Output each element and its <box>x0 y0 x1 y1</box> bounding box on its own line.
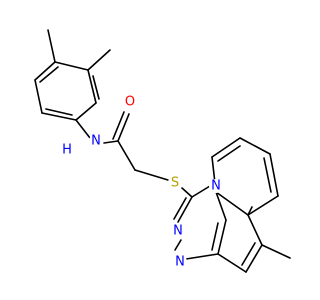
bond <box>34 79 43 114</box>
structure-drawing: N H O S N N N <box>34 29 291 273</box>
triazole-n4-label: N <box>173 255 187 270</box>
bond <box>87 49 111 71</box>
amide-nitrogen-label: N <box>89 134 103 149</box>
bond <box>177 196 193 223</box>
bond <box>75 102 97 121</box>
bonds <box>34 29 291 273</box>
molecule-diagram: N H O S N N N <box>34 29 291 273</box>
bond <box>263 157 272 193</box>
carbonyl-o-text: O <box>125 95 135 110</box>
bond <box>269 153 279 197</box>
bond <box>245 244 263 273</box>
triazole-n4-text: N <box>175 255 185 270</box>
bond <box>47 29 56 63</box>
amide-hydrogen-label: H <box>60 143 74 158</box>
bond <box>217 145 241 162</box>
carbonyl-oxygen-label: O <box>123 95 137 110</box>
thioether-sulfur-label: S <box>168 176 182 191</box>
bond <box>239 137 271 155</box>
bond <box>34 61 56 81</box>
bond <box>241 242 256 266</box>
bond <box>217 219 227 255</box>
bond <box>191 185 211 198</box>
bridgehead-n-text: N <box>211 179 221 194</box>
atom-labels: N H O S N N N <box>60 95 223 270</box>
bond <box>174 239 182 251</box>
bond <box>103 140 119 144</box>
bond <box>185 253 219 260</box>
bond <box>247 214 263 246</box>
bond <box>211 137 241 158</box>
bond <box>75 119 91 139</box>
bond <box>117 113 130 142</box>
bond <box>41 112 77 121</box>
bridgehead-nitrogen-label: N <box>209 179 223 194</box>
bond <box>173 197 187 220</box>
bond <box>217 253 247 273</box>
bond <box>261 244 291 259</box>
bond <box>54 61 89 71</box>
thioether-s-text: S <box>171 176 179 191</box>
bond <box>92 75 100 100</box>
bond <box>211 222 219 251</box>
bond <box>134 169 169 181</box>
bond <box>112 111 125 140</box>
bond <box>247 195 279 216</box>
amide-n-text: N <box>91 134 101 149</box>
bond <box>45 108 73 116</box>
bond <box>215 191 227 221</box>
bond <box>181 187 193 198</box>
bond <box>39 66 59 83</box>
bond <box>215 191 249 216</box>
amide-h-text: H <box>62 143 72 158</box>
triazole-n3-label: N <box>171 224 185 239</box>
bond <box>247 206 253 216</box>
triazole-n3-text: N <box>173 224 183 239</box>
bond <box>117 140 136 171</box>
bond <box>87 69 97 104</box>
